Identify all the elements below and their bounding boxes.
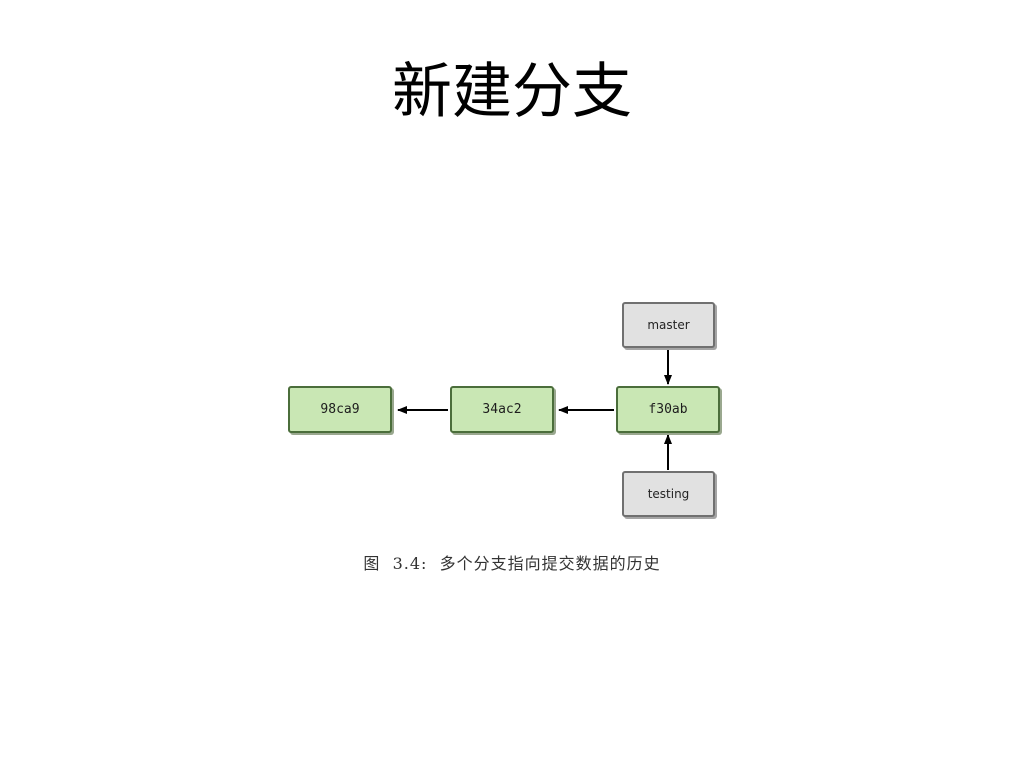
branch-node-testing: testing <box>622 471 715 517</box>
branch-name: master <box>647 318 690 332</box>
figure-caption: 图 3.4: 多个分支指向提交数据的历史 <box>363 554 661 573</box>
branch-node-master: master <box>622 302 715 348</box>
commit-hash: 34ac2 <box>482 402 522 417</box>
commit-node-f30ab: f30ab <box>616 386 720 433</box>
commit-hash: f30ab <box>648 402 688 417</box>
slide-title: 新建分支 <box>392 57 632 127</box>
commit-node-34ac2: 34ac2 <box>450 386 554 433</box>
commit-hash: 98ca9 <box>320 402 360 417</box>
commit-node-98ca9: 98ca9 <box>288 386 392 433</box>
branch-name: testing <box>647 487 690 501</box>
